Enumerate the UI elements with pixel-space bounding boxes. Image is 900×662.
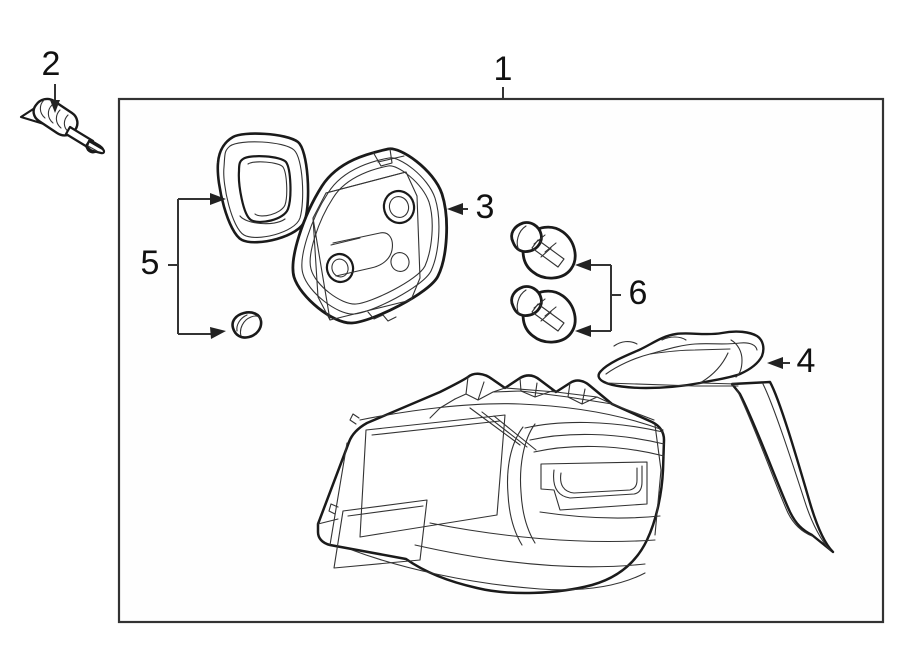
part-bulb-upper	[510, 221, 577, 280]
callout-6-label: 6	[629, 274, 648, 312]
callout-2-leader	[50, 84, 60, 113]
part-bulb-holder	[291, 147, 449, 325]
callout-6-leader	[575, 259, 621, 337]
part-seal-gasket	[216, 132, 310, 244]
callout-5-label: 5	[141, 244, 160, 282]
callout-3-leader	[447, 203, 468, 215]
part-trim-molding	[597, 330, 835, 554]
part-plug-cap	[231, 311, 263, 339]
callout-3-label: 3	[476, 188, 495, 226]
part-tail-lamp-assembly	[316, 372, 666, 595]
part-bulb-lower	[510, 285, 577, 344]
callout-2-label: 2	[42, 45, 61, 83]
callout-1-label: 1	[494, 50, 513, 88]
part-screw	[19, 97, 106, 155]
callout-5-leader	[168, 193, 226, 339]
callout-4-leader	[767, 357, 790, 369]
callout-4-label: 4	[797, 342, 816, 380]
